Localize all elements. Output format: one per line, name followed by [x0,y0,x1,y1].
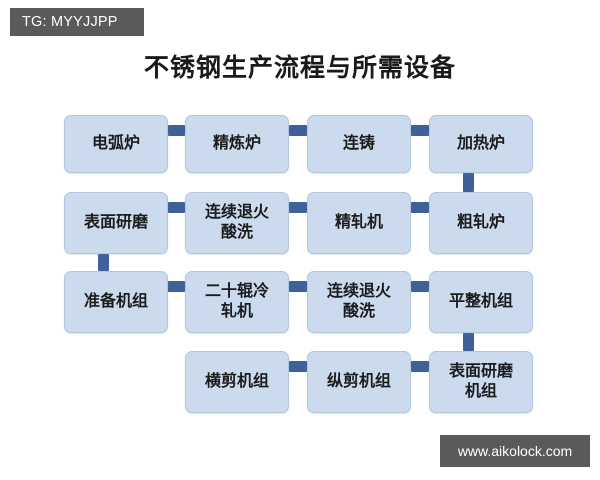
flow-node-label: 横剪机组 [204,373,269,390]
connector [411,125,429,136]
flow-node-label: 精炼炉 [212,135,261,152]
flow-node-label: 连续退火 酸洗 [326,283,391,320]
connector [168,125,185,136]
flow-node-label: 表面研磨 [83,214,148,231]
flow-node-label: 表面研磨 机组 [448,363,513,400]
flow-node-label: 连铸 [342,135,375,152]
connector [98,254,109,271]
flow-node[interactable]: 精炼炉 [185,115,289,173]
connector [463,333,474,351]
flow-node-label: 连续退火 酸洗 [204,204,269,241]
connector [168,202,185,213]
flow-node-label: 准备机组 [83,293,148,310]
flow-node-label: 电弧炉 [91,135,140,152]
connector [289,281,307,292]
flow-node[interactable]: 纵剪机组 [307,351,411,413]
flow-node[interactable]: 横剪机组 [185,351,289,413]
flow-node-label: 加热炉 [456,135,505,152]
connector [168,281,185,292]
connector [289,202,307,213]
flow-node[interactable]: 准备机组 [64,271,168,333]
connector [463,173,474,192]
connector [289,361,307,372]
flow-node[interactable]: 加热炉 [429,115,533,173]
flow-node[interactable]: 连续退火 酸洗 [185,192,289,254]
flow-node[interactable]: 粗轧炉 [429,192,533,254]
flow-node[interactable]: 平整机组 [429,271,533,333]
connector [411,202,429,213]
flow-node[interactable]: 连铸 [307,115,411,173]
flow-node-label: 二十辊冷 轧机 [204,283,269,320]
flow-node[interactable]: 精轧机 [307,192,411,254]
flow-node[interactable]: 二十辊冷 轧机 [185,271,289,333]
flow-node[interactable]: 表面研磨 [64,192,168,254]
connector [289,125,307,136]
connector [411,361,429,372]
flow-node-label: 精轧机 [334,214,383,231]
flow-node-label: 粗轧炉 [456,214,505,231]
flow-node[interactable]: 电弧炉 [64,115,168,173]
flow-node-label: 纵剪机组 [326,373,391,390]
flow-node[interactable]: 连续退火 酸洗 [307,271,411,333]
tg-badge: TG: MYYJJPP [10,8,144,36]
watermark: www.aikolock.com [440,435,590,467]
flow-node[interactable]: 表面研磨 机组 [429,351,533,413]
connector [411,281,429,292]
flow-node-label: 平整机组 [448,293,513,310]
page-title: 不锈钢生产流程与所需设备 [143,54,456,82]
